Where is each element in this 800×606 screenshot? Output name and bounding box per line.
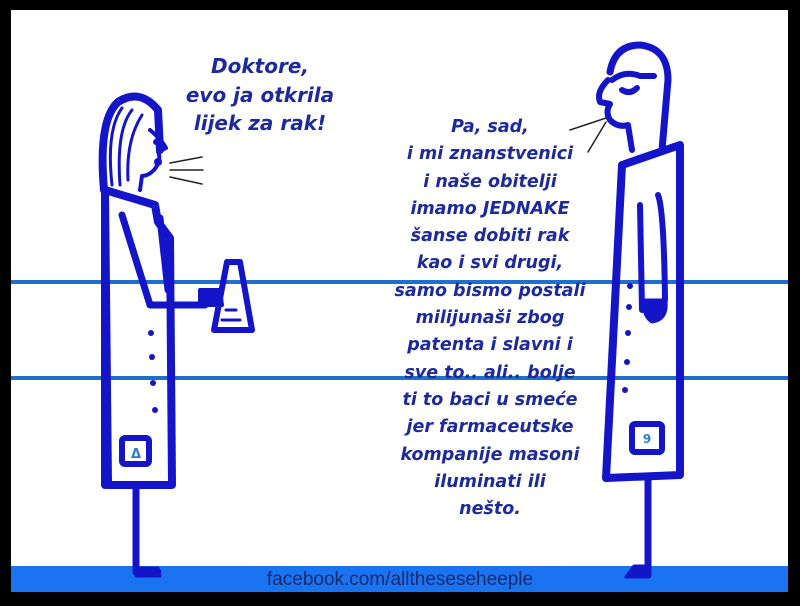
speech-line: iluminati ili <box>434 471 546 492</box>
speech-line: nešto. <box>459 499 521 520</box>
speech-line: patenta i slavni i <box>407 335 573 356</box>
speech-line: kao i svi drugi, <box>416 253 564 274</box>
speech-line: ti to baci u smeće <box>402 389 578 410</box>
speech-line: jer farmaceutske <box>406 417 574 438</box>
speech-line: i naše obitelji <box>423 171 557 192</box>
speech-right: Pa, sad, i mi znanstvenici i naše obitel… <box>370 114 610 523</box>
speech-line: evo ja otkrila <box>185 82 335 107</box>
horizon-line-lower <box>11 376 788 380</box>
speech-line: Doktore, <box>211 54 309 78</box>
badge-right: 9 <box>643 432 651 446</box>
horizon-line-upper <box>11 280 788 284</box>
speech-line: kompanije masoni <box>400 444 580 465</box>
speech-line: lijek za rak! <box>193 111 327 135</box>
credit-watermark: facebook.com/alltheseseheeple <box>266 569 534 590</box>
speech-line: Pa, sad, <box>451 117 529 137</box>
badge-left: Δ <box>131 447 141 462</box>
speech-line: i mi znanstvenici <box>406 144 574 165</box>
speech-line: imamo JEDNAKE <box>410 198 570 219</box>
speech-line: šanse dobiti rak <box>410 226 570 247</box>
speech-line: milijunaši zbog <box>415 308 565 329</box>
speech-left: Doktore, evo ja otkrila lijek za rak! <box>150 52 370 138</box>
speech-line: sve to.. ali.. bolje <box>404 362 576 383</box>
speech-line: samo bismo postali <box>394 280 586 301</box>
female-scientist <box>98 92 255 578</box>
male-scientist <box>569 41 684 579</box>
